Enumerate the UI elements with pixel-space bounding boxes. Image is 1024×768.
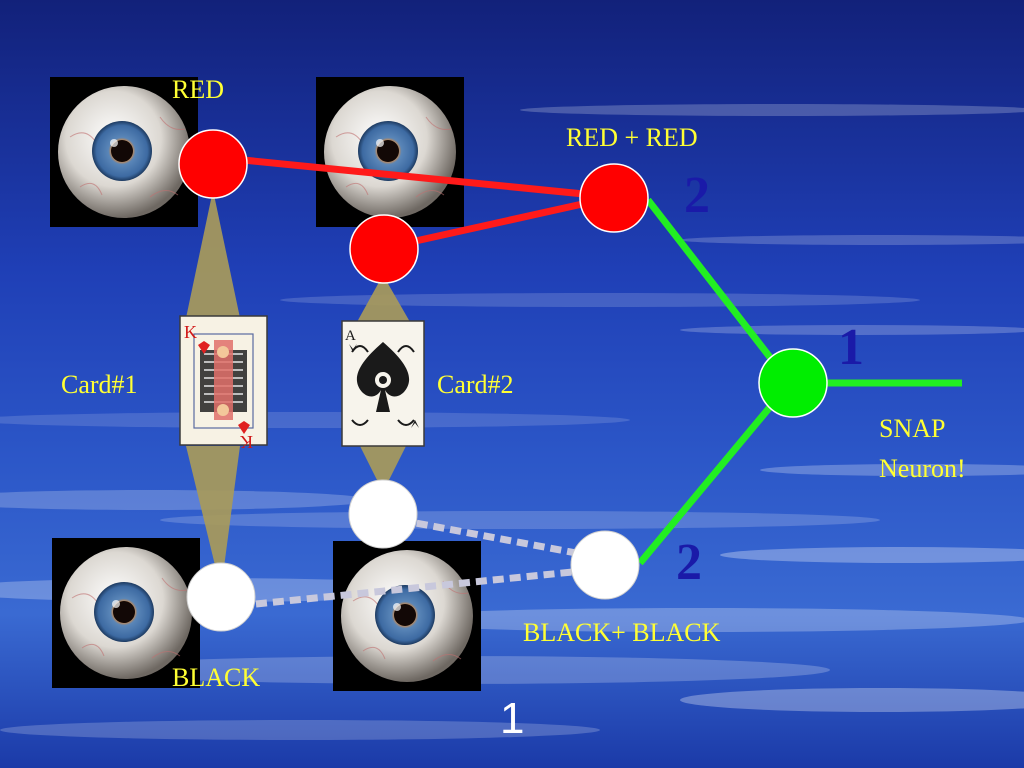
card1-rank-bottom: K (240, 432, 253, 452)
eyeball-icon (332, 540, 482, 692)
link-black-bottom (255, 566, 593, 608)
weight-top: 2 (684, 167, 710, 224)
label-card1: Card#1 (61, 370, 138, 399)
link-red-bottom (383, 193, 615, 252)
label-red: RED (172, 75, 224, 104)
red-sum-node (579, 163, 649, 233)
ace-of-spades-card: A (341, 320, 425, 447)
eyeball-icon (315, 76, 465, 228)
red-node-card2 (349, 214, 419, 284)
link-green-lower (637, 380, 793, 566)
label-black: BLACK (172, 663, 261, 692)
weight-middle: 1 (838, 319, 864, 376)
white-node-card1 (186, 562, 256, 632)
cone-card2-upper (357, 275, 410, 322)
card2-rank: A (345, 328, 356, 344)
link-red-top (212, 153, 615, 201)
weight-bottom: 2 (676, 534, 702, 591)
cone-card1-lower (186, 446, 240, 590)
cone-card1-upper (186, 190, 240, 318)
label-card2: Card#2 (437, 370, 514, 399)
snap-neuron-node (758, 348, 828, 418)
label-red-plus-red: RED + RED (566, 123, 698, 152)
label-black-plus-black: BLACK+ BLACK (523, 618, 721, 647)
white-node-card2 (348, 479, 418, 549)
label-neuron: Neuron! (879, 454, 966, 483)
king-of-hearts-card: K K (179, 315, 268, 452)
cloud-streaks (0, 104, 1024, 740)
slide-number: 1 (500, 694, 525, 743)
red-node-card1 (178, 129, 248, 199)
cone-card2-lower (360, 446, 406, 492)
black-sum-node (570, 530, 640, 600)
card1-rank: K (184, 322, 197, 342)
link-green-upper (645, 197, 793, 386)
link-black-top (399, 516, 593, 560)
label-snap: SNAP (879, 414, 946, 443)
